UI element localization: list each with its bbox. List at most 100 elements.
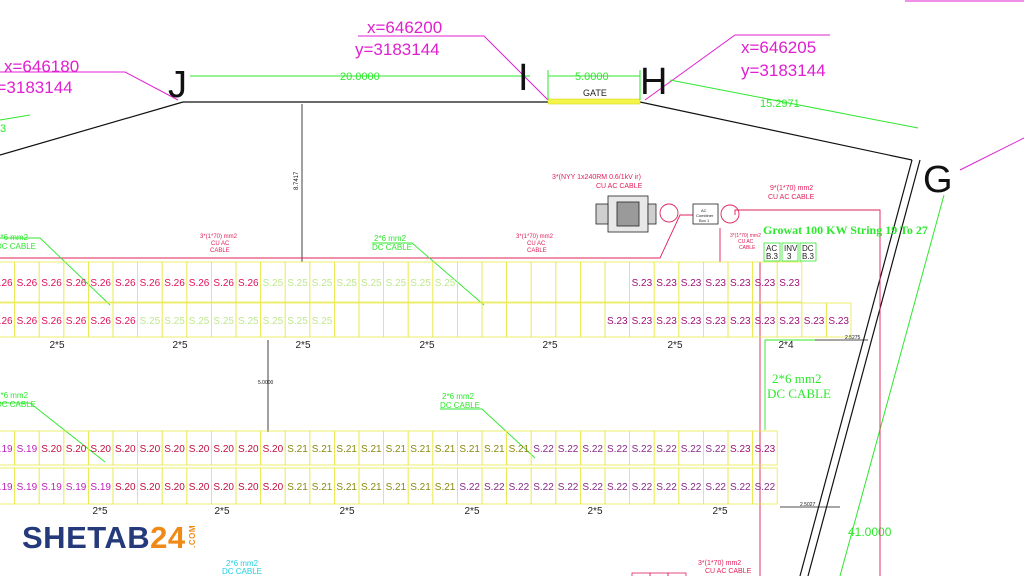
- string-label: S.23: [656, 278, 677, 289]
- solar-panel-cell: [752, 430, 778, 466]
- solar-panel-cell: [506, 261, 532, 303]
- logo-suffix: .COM: [187, 525, 197, 548]
- inverter-device-icon: [595, 195, 657, 233]
- panel-row-top: S.26S.26S.26S.26S.26S.26S.26S.26S.26S.26…: [0, 261, 852, 351]
- cu-ac-bottom-line2: CU AC CABLE: [705, 568, 752, 575]
- string-label: S.23: [779, 278, 800, 289]
- string-label: S.19: [0, 482, 13, 493]
- string-label: S.23: [730, 278, 751, 289]
- dim-partial-left: 3: [0, 123, 6, 135]
- string-group-label: 2*5: [92, 506, 107, 517]
- dc-right-line2: DC CABLE: [767, 386, 831, 401]
- dim-g-side-value: 41.0000: [848, 525, 892, 539]
- string-label: S.23: [755, 278, 776, 289]
- string-label: S.20: [115, 482, 136, 493]
- string-label: S.23: [804, 316, 825, 327]
- dc-cable-leaders: [0, 237, 815, 463]
- bottom-partial-box-1: [631, 572, 651, 576]
- ac-box-line2: Combiner: [696, 213, 714, 218]
- string-label: S.26: [41, 316, 62, 327]
- dc-right-line1: 2*6 mm2: [772, 371, 821, 386]
- solar-panel-cell: [530, 302, 557, 338]
- string-label: S.25: [164, 316, 185, 327]
- solar-panel-cell: [456, 302, 483, 338]
- string-label: S.26: [90, 278, 111, 289]
- leader-h: [644, 34, 830, 101]
- string-label: S.20: [213, 444, 234, 455]
- right-offset-1-value: 2.5275: [845, 335, 861, 341]
- leader-g: [959, 137, 1024, 171]
- inverter-box-inv-num: 3: [787, 252, 792, 261]
- solar-panel-cell: [580, 302, 606, 338]
- string-label: S.21: [386, 482, 407, 493]
- cable-70-right-line2: CU AC CABLE: [768, 194, 815, 201]
- dim-hg-line: [669, 79, 919, 129]
- string-label: S.26: [0, 278, 13, 289]
- string-label: S.22: [533, 482, 554, 493]
- solar-panel-cell: [358, 302, 385, 338]
- string-label: S.21: [386, 444, 407, 455]
- dc-bottom-line1: 2*6 mm2: [226, 559, 259, 568]
- logo-part-b: 24: [150, 520, 186, 555]
- solar-panel-cell: [506, 302, 532, 338]
- string-label: S.20: [189, 482, 210, 493]
- point-label-h: H: [640, 61, 667, 103]
- inverter-box-dc-num: B.3: [802, 252, 815, 261]
- string-label: S.22: [705, 482, 726, 493]
- string-label: S.20: [140, 482, 161, 493]
- string-group-label: 2*5: [295, 340, 310, 351]
- string-label: S.26: [17, 316, 38, 327]
- string-label: S.19: [17, 444, 38, 455]
- string-label: S.25: [263, 278, 284, 289]
- solar-panel-cell: [383, 302, 409, 338]
- string-label: S.20: [213, 482, 234, 493]
- panel-row-bottom: S.19S.19S.20S.20S.20S.20S.20S.20S.20S.20…: [0, 430, 778, 517]
- inverter-box-dc-label: DC: [802, 244, 814, 253]
- string-label: S.20: [164, 482, 185, 493]
- inverter-box-ac: [763, 242, 781, 262]
- string-label: S.26: [115, 316, 136, 327]
- string-label: S.23: [656, 316, 677, 327]
- string-label: S.25: [410, 278, 431, 289]
- string-group-label: 2*5: [667, 340, 682, 351]
- string-label: S.25: [287, 278, 308, 289]
- dim-ji-value: 20.0000: [340, 71, 380, 83]
- coord-h-x: x=646205: [741, 38, 816, 57]
- cu-ac-bottom-line1: 3*(1*70) mm2: [698, 560, 741, 567]
- coordinate-labels: x=646180 y=3183144 x=646200 y=3183144 x=…: [0, 18, 826, 97]
- string-label: S.26: [41, 278, 62, 289]
- string-label: S.26: [238, 278, 259, 289]
- string-label: S.22: [632, 444, 653, 455]
- string-label: S.20: [90, 444, 111, 455]
- string-label: S.21: [336, 444, 357, 455]
- cable-left-line2: CU AC: [211, 241, 230, 247]
- string-label: S.25: [140, 316, 161, 327]
- string-label: S.21: [287, 444, 308, 455]
- cable-left-line1: 3*(1*70) mm2: [200, 234, 238, 240]
- solar-panel-cell: [481, 302, 508, 338]
- cable-mid-line3: CABLE: [527, 248, 547, 254]
- leader-i: [358, 35, 549, 101]
- string-label: S.25: [361, 278, 382, 289]
- dimension-lines: [0, 70, 945, 576]
- cable-240-line1: 3*(NYY 1x240RM 0.6/1kV ir): [552, 174, 641, 181]
- solar-panel-cell: [456, 261, 483, 303]
- dim-hg-value: 15.2971: [760, 98, 800, 110]
- cable-small-line2: CU AC: [738, 239, 754, 245]
- inverter-box-ac-label: AC: [766, 244, 777, 253]
- inverter-string-box: AC B.3 INV 3 DC B.3: [763, 242, 817, 262]
- string-label: S.25: [312, 278, 333, 289]
- string-label: S.22: [582, 444, 603, 455]
- string-label: S.21: [410, 444, 431, 455]
- string-label: S.25: [336, 278, 357, 289]
- string-group-label: 2*5: [339, 506, 354, 517]
- ac-box-line1: AC: [701, 208, 707, 213]
- inverter-box-dc: [799, 242, 817, 262]
- string-label: S.22: [558, 444, 579, 455]
- string-label: S.22: [681, 482, 702, 493]
- dc-top-mid-line2: DC CABLE: [372, 243, 412, 252]
- ac-route-right: [734, 209, 881, 576]
- ac-combiner-box: [692, 203, 719, 225]
- coordinate-leaders: [0, 0, 1024, 171]
